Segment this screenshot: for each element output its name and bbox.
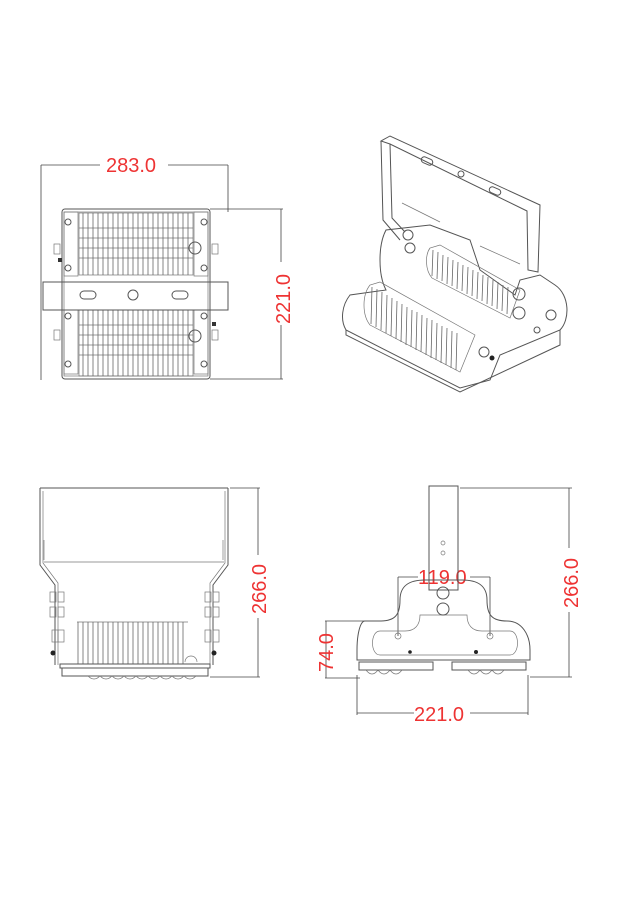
side-bolts [49,591,220,656]
iso-fins-front [363,281,476,373]
dimension-width-283: 283.0 [40,155,229,380]
iso-fins-rear [426,244,521,319]
heatsink-fins-upper [78,212,194,276]
dimension-label-body-height: 74.0 [316,633,338,672]
dimension-label-hole-spacing: 119.0 [418,567,467,589]
dimension-hole-spacing-119: 119.0 [397,567,491,636]
mounting-screws [53,218,219,368]
side-view: 266.0 119.0 74.0 221.0 [316,485,583,726]
heatsink-fins-lower [78,309,194,377]
dimension-height-221: 221.0 [210,208,295,380]
dimension-height-266-front: 266.0 [210,487,271,678]
isometric-view [342,135,568,393]
dimension-label-front-height: 266.0 [249,564,271,614]
dimension-label-side-height: 266.0 [561,558,583,608]
dimension-width-221: 221.0 [356,675,529,726]
dimension-label-width: 283.0 [106,155,156,177]
dimension-label-height: 221.0 [273,274,295,324]
front-view: 266.0 [39,487,271,680]
dimension-body-74: 74.0 [316,620,375,679]
dimension-height-266-side: 266.0 [460,487,583,678]
dimension-label-side-width: 221.0 [414,704,464,726]
mounting-bracket [42,281,229,311]
top-view: 283.0 221.0 [40,155,295,380]
front-fins [77,621,188,664]
